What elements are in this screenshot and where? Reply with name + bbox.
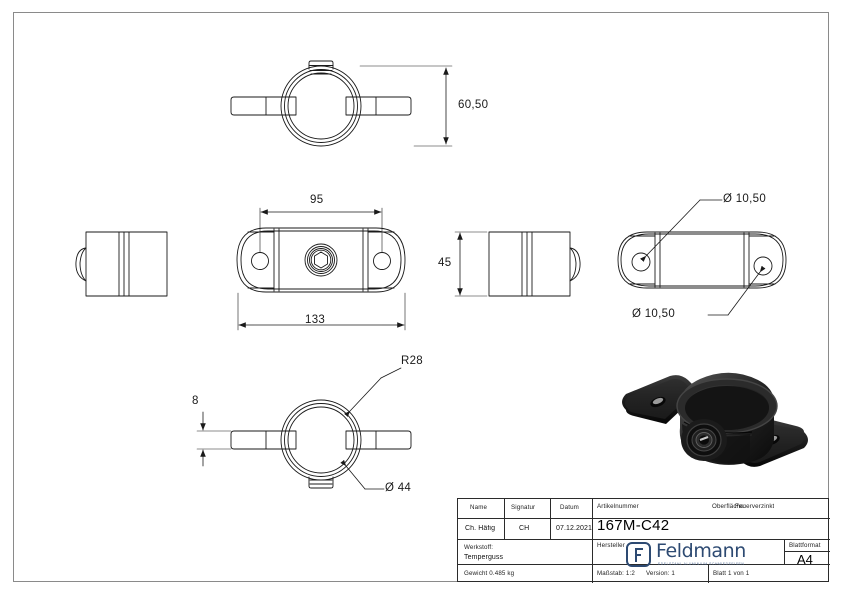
render-clamp-ring bbox=[676, 372, 778, 465]
dim-label-60-50: 60,50 bbox=[458, 99, 489, 111]
feldmann-logo: Feldmann EDELSTAHL ALUMINIUM SCHMIEDEEIS… bbox=[626, 542, 746, 567]
render-left-ear bbox=[622, 375, 700, 424]
dim-label-hole-lower: Ø 10,50 bbox=[632, 308, 676, 320]
tb-scale: Maßstab: 1:2 bbox=[597, 570, 635, 577]
tb-label-sheetformat: Blattformat bbox=[789, 542, 821, 549]
view-front-main bbox=[236, 227, 406, 293]
title-block: Name Signatur Datum Artikelnummer Oberfl… bbox=[457, 498, 830, 583]
tb-rule-2 bbox=[458, 539, 830, 540]
logo-f-crossbar bbox=[635, 554, 641, 557]
isometric-render-3d bbox=[622, 372, 808, 467]
view-right-side bbox=[488, 231, 581, 297]
tb-value-material: Temperguss bbox=[464, 554, 504, 561]
tb-col-4 bbox=[708, 564, 709, 583]
view-right-plan bbox=[617, 231, 787, 289]
leader-hole-upper bbox=[640, 199, 723, 262]
dim-label-r28: R28 bbox=[401, 355, 423, 367]
tb-rule-1 bbox=[458, 518, 830, 519]
tb-label-material: Werkstoff: bbox=[464, 544, 494, 551]
render-clamp-screw bbox=[681, 419, 727, 461]
leader-hole-lower bbox=[707, 265, 766, 316]
tb-value-name: Ch. Häfig bbox=[465, 525, 496, 532]
dim-label-133: 133 bbox=[305, 314, 326, 326]
leader-d44 bbox=[340, 459, 385, 490]
tb-label-manufacturer: Hersteller bbox=[597, 542, 625, 549]
tb-value-surface: Feuerverzinkt bbox=[735, 503, 775, 510]
tb-sheet-count: Blatt 1 von 1 bbox=[713, 570, 750, 577]
tb-col-3 bbox=[592, 499, 593, 564]
dim-label-95: 95 bbox=[310, 194, 324, 206]
leader-r28 bbox=[344, 367, 402, 418]
view-bottom-plan bbox=[230, 399, 412, 489]
dim-label-8: 8 bbox=[192, 395, 199, 407]
tb-rule-4 bbox=[784, 551, 830, 552]
dim-label-d44: Ø 44 bbox=[385, 482, 412, 494]
feldmann-tagline: EDELSTAHL ALUMINIUM SCHMIEDEEISEN bbox=[658, 562, 745, 567]
tb-col-3b bbox=[592, 564, 593, 583]
tb-rule-3 bbox=[458, 564, 830, 565]
tb-header-signature: Signatur bbox=[511, 504, 536, 511]
dim-label-45: 45 bbox=[438, 257, 452, 269]
tb-header-date: Datum bbox=[560, 504, 579, 511]
view-top-plan bbox=[230, 60, 412, 147]
sheet-border bbox=[13, 12, 829, 582]
dim-60-50 bbox=[359, 65, 453, 147]
tb-value-date: 07.12.2021 bbox=[556, 525, 593, 532]
feldmann-f-icon bbox=[626, 542, 651, 567]
tb-col-1 bbox=[504, 499, 505, 539]
tb-value-signature: CH bbox=[519, 525, 530, 532]
tb-value-sheetformat: A4 bbox=[797, 552, 813, 567]
tb-header-article: Artikelnummer bbox=[597, 503, 639, 510]
tb-header-surface: Oberfläche: bbox=[712, 503, 746, 510]
tb-article-number: 167M-C42 bbox=[597, 517, 670, 534]
dim-45 bbox=[454, 231, 488, 297]
tb-version: Version: 1 bbox=[646, 570, 676, 577]
view-left-side bbox=[75, 231, 168, 297]
feldmann-wordmark-group: Feldmann EDELSTAHL ALUMINIUM SCHMIEDEEIS… bbox=[656, 542, 746, 566]
dim-95 bbox=[259, 207, 383, 253]
tb-col-2 bbox=[550, 499, 551, 539]
tb-weight: Gewicht 0.485 kg bbox=[464, 570, 515, 577]
dim-8 bbox=[196, 411, 232, 467]
dim-133 bbox=[237, 292, 406, 331]
dim-label-hole-upper: Ø 10,50 bbox=[723, 193, 767, 205]
feldmann-wordmark: Feldmann bbox=[656, 540, 746, 563]
tb-header-name: Name bbox=[470, 504, 488, 511]
